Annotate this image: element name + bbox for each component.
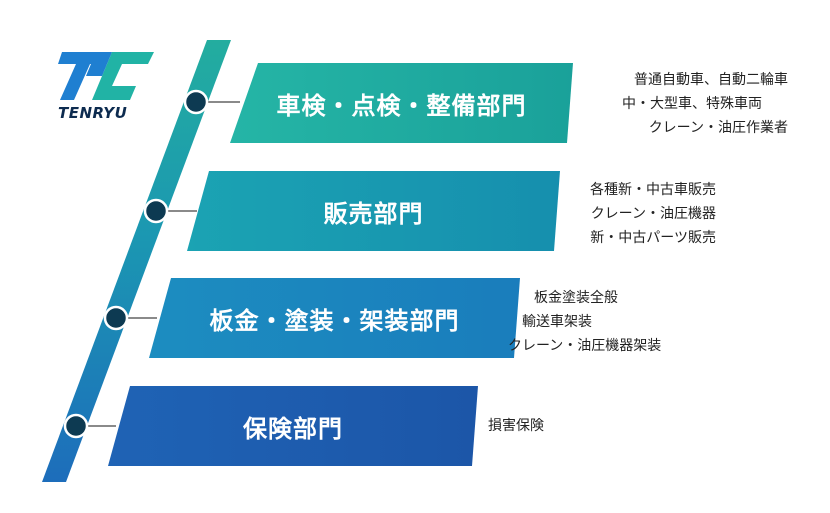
desc-item: クレーン・油圧作業者 [648,120,788,136]
dept-title: 車検・点検・整備部門 [276,91,527,120]
dept-band-bodywork: 板金・塗装・架装部門 [149,278,520,358]
tenryu-logo: TENRYU [56,46,156,126]
dept-band-inspection: 車検・点検・整備部門 [230,63,573,143]
desc-item: 各種新・中古車販売 [590,182,716,198]
dept-band-sales: 販売部門 [187,171,560,251]
dept-desc-sales: 各種新・中古車販売 クレーン・油圧機器 新・中古パーツ販売 [548,178,716,250]
dept-band-insurance: 保険部門 [108,386,478,466]
dept-title: 板金・塗装・架装部門 [209,306,460,335]
logo-text: TENRYU [58,104,128,122]
desc-item: 損害保険 [488,418,544,434]
dept-title: 販売部門 [323,199,424,228]
desc-item: 板金塗装全般 [534,290,618,306]
desc-item: クレーン・油圧機器 [590,206,716,222]
desc-item: 輸送車架装 [522,314,592,330]
dept-desc-bodywork: 板金塗装全般 輸送車架装 クレーン・油圧機器架装 [508,286,692,358]
desc-item: 新・中古パーツ販売 [590,230,716,246]
rail-bar [42,40,231,482]
node-3 [103,305,129,331]
desc-item: 普通自動車、自動二輪車 [634,72,788,88]
dept-desc-insurance: 損害保険 [488,414,588,438]
node-2 [143,198,169,224]
desc-item: クレーン・油圧機器架装 [508,338,662,354]
tenryu-logo-mark-icon [58,52,154,100]
dept-desc-inspection: 普通自動車、自動二輪車 中・大型車、特殊車両 クレーン・油圧作業者 [588,68,788,140]
node-4 [63,413,89,439]
desc-item: 中・大型車、特殊車両 [622,96,762,112]
node-1 [183,89,209,115]
dept-title: 保険部門 [243,414,343,443]
